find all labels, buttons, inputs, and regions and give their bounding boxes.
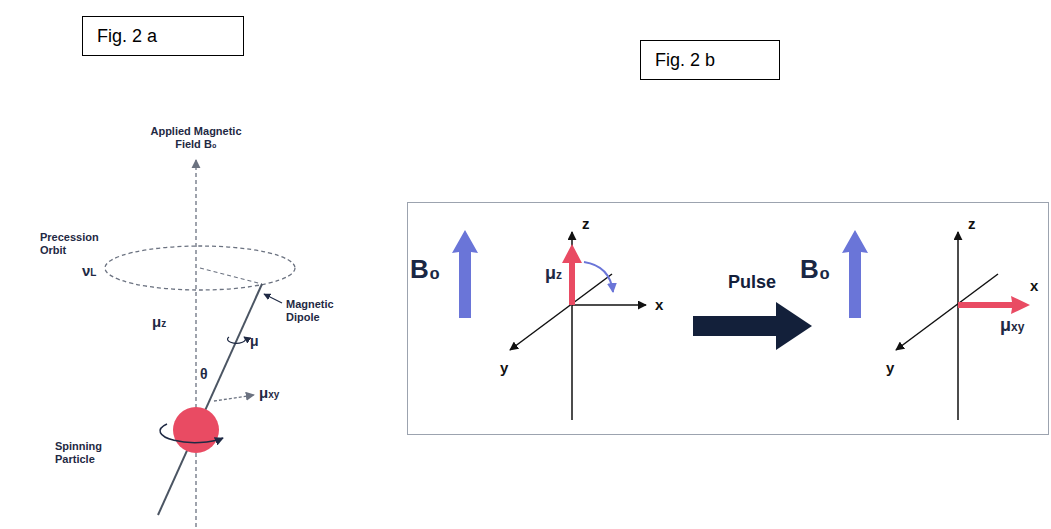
axis-label: y [886,359,894,377]
rotation-arrow [228,337,246,343]
tip-arrow [584,262,613,292]
magnetization-arrow [958,296,1030,314]
axis-label: x [655,296,663,314]
z-axis [957,232,959,420]
figure-tag-box: Fig. 2 b [640,40,780,80]
panel-frame [408,203,1049,435]
field-label: B₀ [800,254,831,285]
y-axis [896,274,998,350]
leader-line [264,294,282,303]
figure-tag: Fig. 2 b [641,50,729,71]
field-label: Applied Magnetic Field B₀ [144,125,248,151]
pulse-label: Pulse [728,272,776,294]
field-axis [195,160,196,527]
axis-label: z [582,215,590,233]
part-label: Precession Orbit [40,231,110,257]
symbol-label: μz [152,313,166,331]
symbol-label: μ [250,333,259,350]
precession-orbit [105,246,295,290]
part-label: Magnetic Dipole [286,298,348,324]
pulse-arrow [693,302,812,350]
field-label: B₀ [410,254,441,285]
part-label: Spinning Particle [55,440,117,466]
axis-label: z [968,215,976,233]
field-arrow [842,230,868,318]
field-arrow [452,230,478,318]
spin-arrow [160,424,223,443]
symbol-label: νL [82,262,96,280]
dipole-line [158,284,262,515]
magnetization-arrow [562,244,582,305]
axis-label: y [500,359,508,377]
x-axis [572,304,646,306]
symbol-label: μz [545,263,562,285]
symbol-label: μxy [259,384,279,402]
spinning-particle [173,407,219,453]
figure-tag: Fig. 2 a [83,26,171,47]
transverse-arrow [214,395,254,401]
angle-label: θ [200,366,208,383]
symbol-label: μxy [1000,315,1024,337]
axis-label: x [1030,277,1038,295]
orbit-radius [200,268,262,284]
figure-tag-box: Fig. 2 a [82,16,244,56]
y-axis [510,274,612,350]
